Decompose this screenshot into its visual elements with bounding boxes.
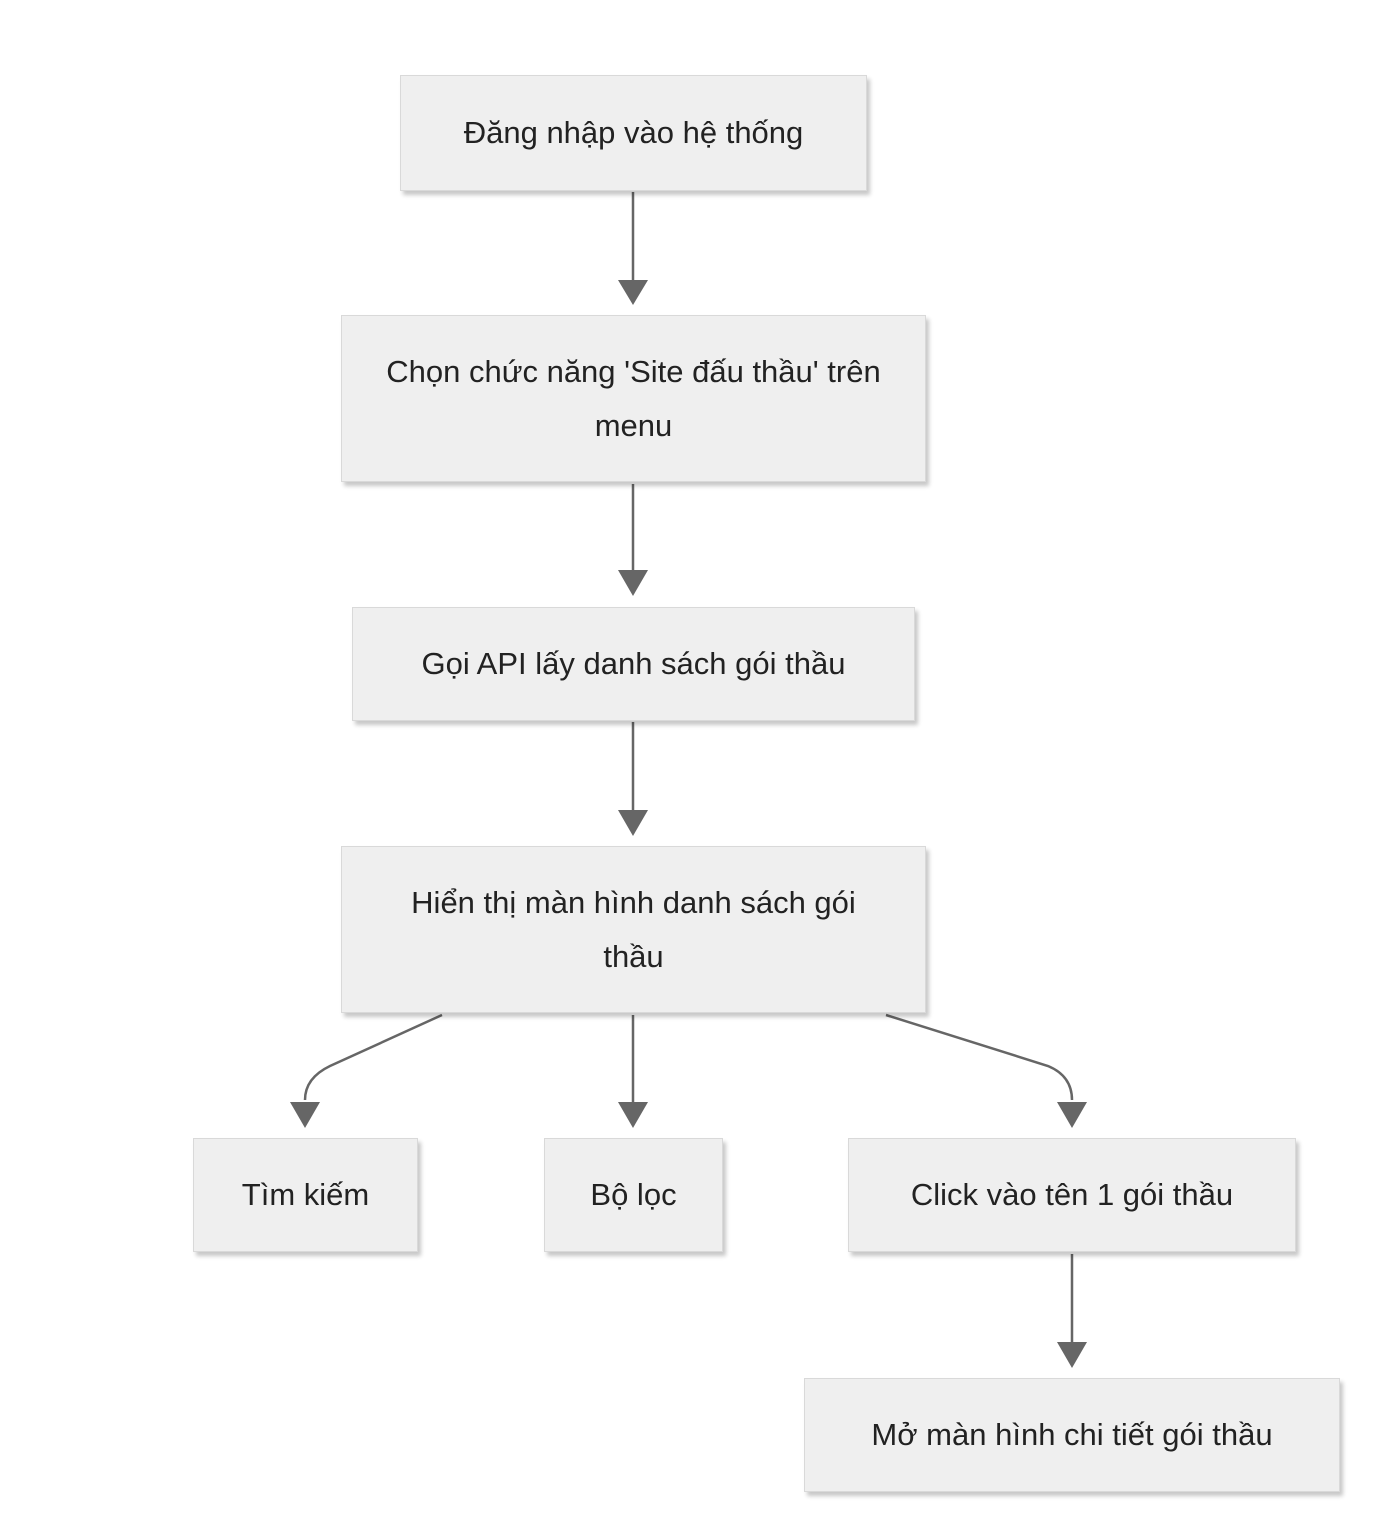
node-filter-label: Bộ lọc	[590, 1177, 677, 1212]
node-detail: Mở màn hình chi tiết gói thầu	[804, 1378, 1340, 1492]
arrowhead-api	[618, 570, 648, 596]
node-click: Click vào tên 1 gói thầu	[848, 1138, 1296, 1252]
node-menu: Chọn chức năng 'Site đấu thầu' trên menu	[341, 315, 926, 482]
node-api-label: Gọi API lấy danh sách gói thầu	[421, 646, 846, 681]
node-menu-label: Chọn chức năng 'Site đấu thầu' trên menu	[386, 353, 881, 443]
node-search: Tìm kiếm	[193, 1138, 418, 1252]
node-login-label: Đăng nhập vào hệ thống	[463, 115, 804, 150]
node-api: Gọi API lấy danh sách gói thầu	[352, 607, 915, 721]
node-click-label: Click vào tên 1 gói thầu	[910, 1177, 1234, 1212]
edge-list-search	[303, 1013, 443, 1101]
arrowhead-detail	[1057, 1342, 1087, 1368]
node-list-label: Hiển thị màn hình danh sách gói thầu	[411, 884, 856, 974]
arrowhead-list	[618, 810, 648, 836]
node-filter: Bộ lọc	[544, 1138, 723, 1252]
arrowhead-menu	[618, 280, 648, 305]
node-search-label: Tìm kiếm	[241, 1177, 370, 1212]
node-login: Đăng nhập vào hệ thống	[400, 75, 867, 191]
node-list: Hiển thị màn hình danh sách gói thầu	[341, 846, 926, 1013]
edge-list-click	[885, 1013, 1074, 1101]
arrowhead-search	[290, 1102, 320, 1128]
node-detail-label: Mở màn hình chi tiết gói thầu	[871, 1417, 1273, 1452]
arrowhead-filter	[618, 1102, 648, 1128]
arrowhead-click	[1057, 1102, 1087, 1128]
